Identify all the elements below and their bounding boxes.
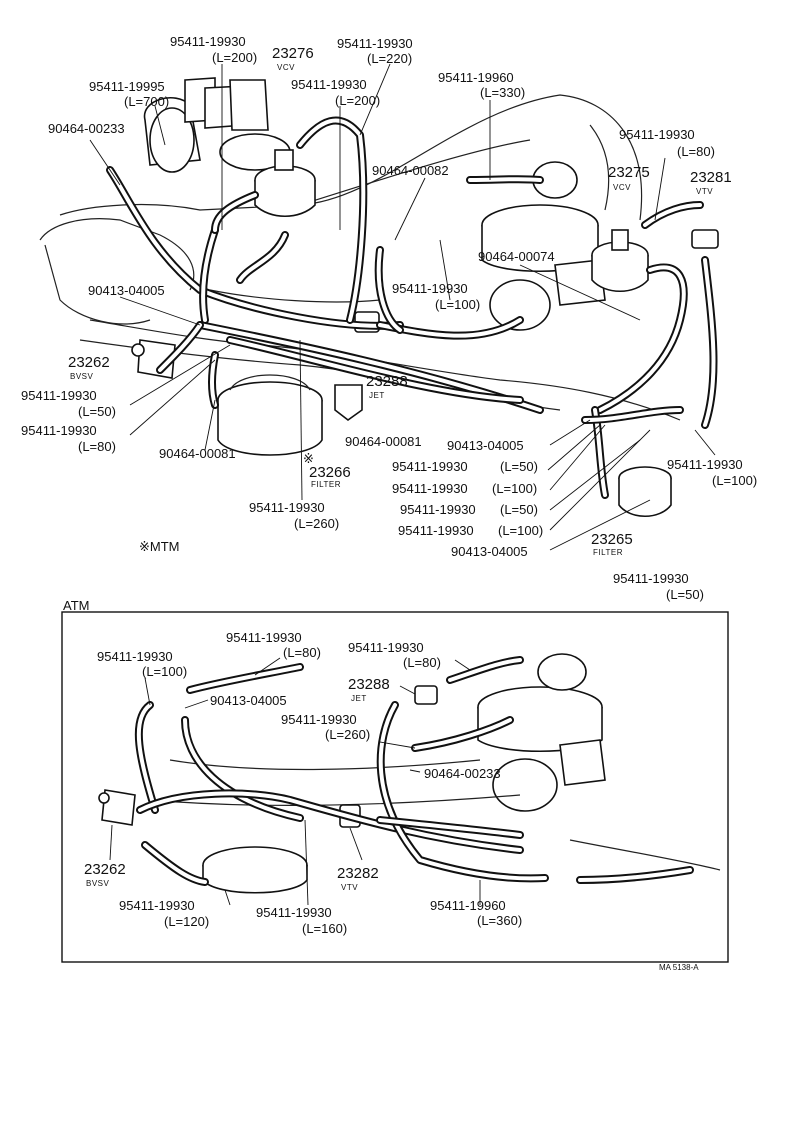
label-p10: 23281 [690, 169, 732, 186]
label-p30: 23265 [591, 531, 633, 548]
label-a03: 95411-19930 [348, 640, 424, 655]
label-a04: 23288 [348, 676, 390, 693]
label-p07: 90464-00233 [48, 121, 125, 136]
label-a04-sub: JET [351, 694, 367, 703]
label-p03: 95411-19930 [337, 36, 413, 51]
label-a03-length: (L=80) [403, 655, 441, 670]
label-p01: 95411-19930 [170, 34, 246, 49]
label-p30-sub: FILTER [593, 548, 623, 557]
label-a12-length: (L=360) [477, 913, 523, 928]
label-p21: 95411-19930 [667, 457, 743, 472]
label-a10: 95411-19930 [119, 898, 195, 913]
label-p19: 90464-00081 [345, 434, 422, 449]
atm-bvsv [98, 789, 136, 826]
label-p21-length: (L=100) [712, 473, 758, 488]
vcv-23275 [591, 229, 649, 292]
label-p31: 90413-04005 [451, 544, 528, 559]
label-a06: 95411-19930 [281, 712, 357, 727]
label-p18: 95411-19930 [21, 423, 97, 438]
label-p11: 90464-00082 [372, 163, 449, 178]
mtm-leaders [89, 63, 716, 551]
label-p32: 95411-19930 [613, 571, 689, 586]
atm-jet [414, 685, 438, 705]
distributor [143, 77, 291, 173]
label-a02: 95411-19930 [97, 649, 173, 664]
label-a11: 95411-19930 [256, 905, 332, 920]
label-p02-sub: VCV [277, 63, 295, 72]
atm-title: ATM [63, 598, 90, 613]
label-a05: 90413-04005 [210, 693, 287, 708]
figure-code: MA 5138-A [659, 963, 699, 972]
label-p05: 95411-19930 [291, 77, 367, 92]
label-p04-length: (L=700) [124, 94, 170, 109]
label-p27: 95411-19930 [400, 502, 476, 517]
label-p26-length: (L=100) [492, 481, 538, 496]
label-p17-length: (L=50) [78, 404, 116, 419]
label-a01-length: (L=80) [283, 645, 321, 660]
label-p09-sub: VCV [613, 183, 631, 192]
label-p06: 95411-19960 [438, 70, 514, 85]
label-a12: 95411-19960 [430, 898, 506, 913]
label-p28-length: (L=100) [498, 523, 544, 538]
label-a08: 23262 [84, 861, 126, 878]
label-p16: 23288 [366, 373, 408, 390]
label-p09: 23275 [608, 164, 650, 181]
label-a06-length: (L=260) [325, 727, 371, 742]
label-a08-sub: BVSV [86, 879, 110, 888]
label-p12: 90464-00074 [478, 249, 555, 264]
vcv-23276 [254, 149, 316, 217]
vtv-23281 [691, 229, 719, 249]
label-p02: 23276 [272, 45, 314, 62]
label-p27-length: (L=50) [500, 502, 538, 517]
label-p18-length: (L=80) [78, 439, 116, 454]
label-p15-sub: BVSV [70, 372, 94, 381]
atm-engine-outline [149, 653, 721, 894]
label-a07: 90464-00233 [424, 766, 501, 781]
label-p13: 90413-04005 [88, 283, 165, 298]
label-p05-length: (L=200) [335, 93, 381, 108]
label-p29-length: (L=260) [294, 516, 340, 531]
filter-23265 [618, 466, 672, 517]
label-p23: 90464-00081 [159, 446, 236, 461]
label-p28: 95411-19930 [398, 523, 474, 538]
label-p06-length: (L=330) [480, 85, 526, 100]
label-a01: 95411-19930 [226, 630, 302, 645]
label-p10-sub: VTV [696, 187, 714, 196]
label-p24-mark: ※ [303, 451, 314, 466]
label-p25: 95411-19930 [392, 459, 468, 474]
label-p14-length: (L=100) [435, 297, 481, 312]
atm-leaders [109, 657, 481, 906]
carburetor [481, 204, 606, 331]
label-a10-length: (L=120) [164, 914, 210, 929]
label-p24: 23266 [309, 464, 351, 481]
label-p32-length: (L=50) [666, 587, 704, 602]
label-p08: 95411-19930 [619, 127, 695, 142]
label-p16-sub: JET [369, 391, 385, 400]
label-p20: 90413-04005 [447, 438, 524, 453]
label-p04: 95411-19995 [89, 79, 165, 94]
label-p24-sub: FILTER [311, 480, 341, 489]
mtm-note: ※MTM [139, 539, 180, 554]
label-p26: 95411-19930 [392, 481, 468, 496]
label-p08-length: (L=80) [677, 144, 715, 159]
air-cleaner [217, 374, 323, 456]
filter-23266 [334, 384, 363, 421]
label-p25-length: (L=50) [500, 459, 538, 474]
label-p01-length: (L=200) [212, 50, 258, 65]
label-a02-length: (L=100) [142, 664, 188, 679]
label-p29: 95411-19930 [249, 500, 325, 515]
label-p17: 95411-19930 [21, 388, 97, 403]
label-p14: 95411-19930 [392, 281, 468, 296]
atm-hoses [134, 656, 694, 886]
label-a11-length: (L=160) [302, 921, 348, 936]
label-a09-sub: VTV [341, 883, 359, 892]
mtm-hoses [106, 116, 718, 499]
atm-frame [61, 611, 729, 963]
label-a09: 23282 [337, 865, 379, 882]
label-p15: 23262 [68, 354, 110, 371]
label-p03-length: (L=220) [367, 51, 413, 66]
